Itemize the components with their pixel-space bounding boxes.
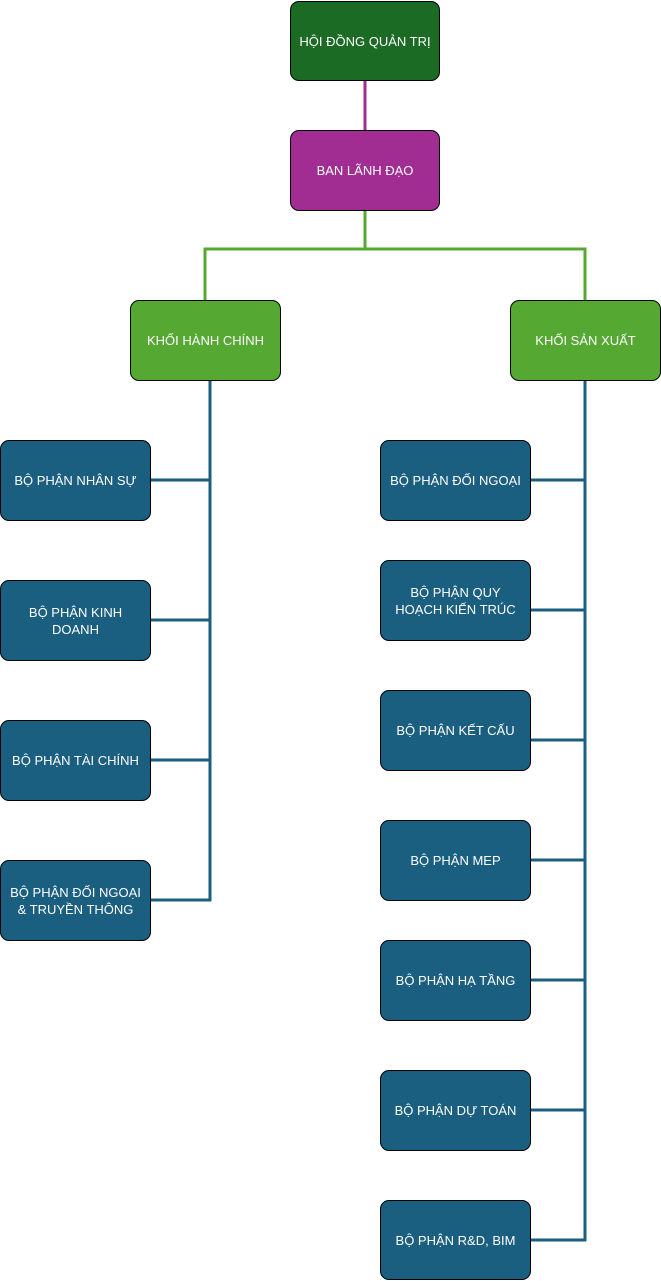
production-department-node: BỘ PHẬN R&D, BIM <box>380 1200 531 1280</box>
department-label: BỘ PHẬN TÀI CHÍNH <box>12 753 139 768</box>
division-production-node: KHỐI SẢN XUẤT <box>510 300 661 381</box>
connector-leadership-divisions <box>203 210 367 300</box>
department-label: BỘ PHẬN QUY HOẠCH KIẾN TRÚC <box>395 584 516 617</box>
production-department-node: BỘ PHẬN ĐỐI NGOẠI <box>380 440 531 521</box>
production-department-node: BỘ PHẬN DỰ TOÁN <box>380 1070 531 1151</box>
department-label: BỘ PHẬN KẾT CẤU <box>396 723 515 738</box>
admin-department-node: BỘ PHẬN KINH DOANH <box>0 580 151 661</box>
division-admin-label: KHỐI HÀNH CHÍNH <box>146 333 264 348</box>
department-label: BỘ PHẬN DỰ TOÁN <box>394 1103 517 1118</box>
production-department-node: BỘ PHẬN QUY HOẠCH KIẾN TRÚC <box>380 560 531 641</box>
department-label: BỘ PHẬN ĐỐI NGOẠI & TRUYỀN THÔNG <box>10 884 141 917</box>
department-label: BỘ PHẬN ĐỐI NGOẠI <box>390 473 521 488</box>
division-production-label: KHỐI SẢN XUẤT <box>535 333 636 348</box>
connector-leadership-production <box>365 247 587 300</box>
production-department-node: BỘ PHẬN MEP <box>380 820 531 901</box>
department-label: BỘ PHẬN R&D, BIM <box>395 1232 516 1248</box>
board-label: HỘI ĐỒNG QUẢN TRỊ <box>299 33 431 49</box>
board-node: HỘI ĐỒNG QUẢN TRỊ <box>290 1 440 81</box>
department-label: BỘ PHẬN KINH DOANH <box>28 604 123 637</box>
admin-department-node: BỘ PHẬN TÀI CHÍNH <box>0 720 151 801</box>
leadership-node: BAN LÃNH ĐẠO <box>290 130 440 211</box>
production-department-node: BỘ PHẬN HẠ TẦNG <box>380 940 531 1021</box>
admin-department-node: BỘ PHẬN ĐỐI NGOẠI & TRUYỀN THÔNG <box>0 860 151 941</box>
admin-department-node: BỘ PHẬN NHÂN SỰ <box>0 440 151 521</box>
leadership-label: BAN LÃNH ĐẠO <box>316 163 414 178</box>
department-label: BỘ PHẬN MEP <box>410 853 501 868</box>
department-label: BỘ PHẬN NHÂN SỰ <box>14 473 137 488</box>
production-department-node: BỘ PHẬN KẾT CẤU <box>380 690 531 771</box>
division-admin-node: KHỐI HÀNH CHÍNH <box>130 300 281 381</box>
department-label: BỘ PHẬN HẠ TẦNG <box>395 973 516 988</box>
